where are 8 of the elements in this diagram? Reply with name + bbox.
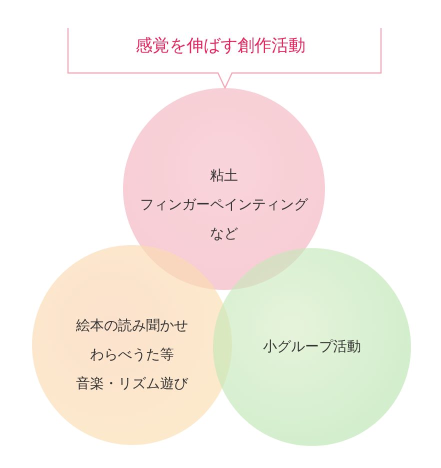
activity-text: 音楽・リズム遊び [76,374,188,394]
activity-text: 粘土 [210,166,238,186]
activity-text: フィンガーペインティング [140,196,308,214]
activity-text: 小グループ活動 [263,338,361,356]
activity-text: わらべうた等 [90,346,174,364]
heading: 感覚を伸ばす創作活動 [136,36,306,56]
activity-text: など [210,224,238,244]
activity-text: 絵本の読み聞かせ [76,316,188,336]
